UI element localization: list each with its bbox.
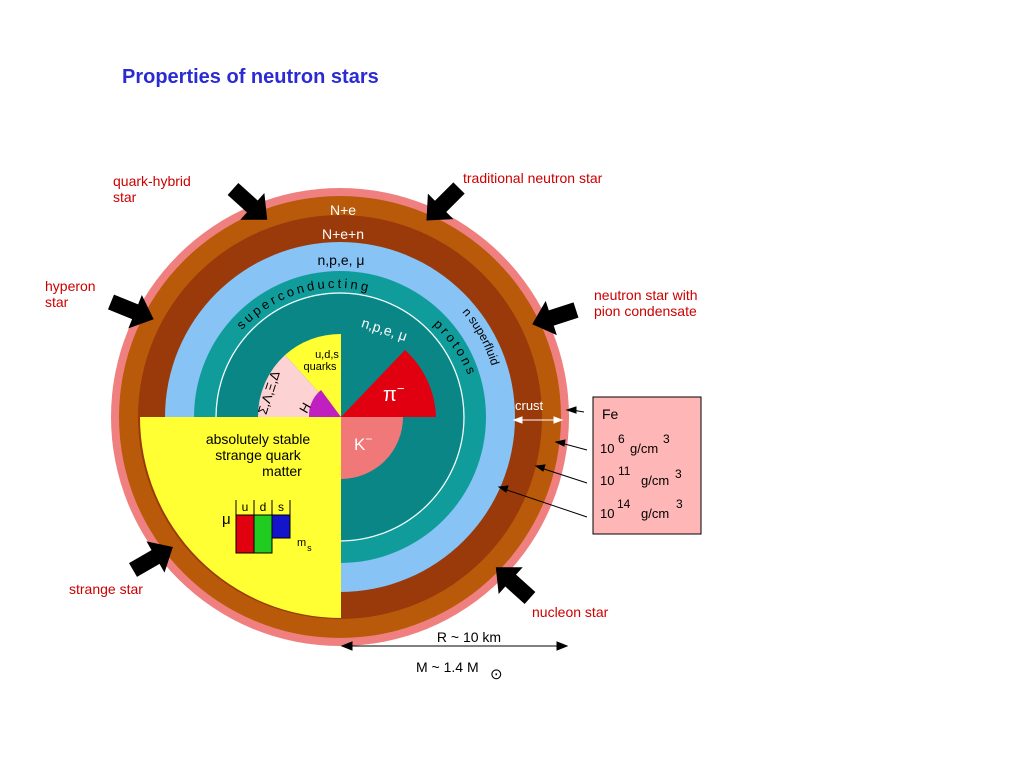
strange-matter-line-1: absolutely stable [206, 431, 311, 447]
svg-text:3: 3 [675, 467, 682, 481]
hyperon-label-2: star [45, 294, 69, 310]
pion-label-1: neutron star with [594, 287, 698, 303]
density-row-3: 10 14 g/cm 3 [600, 497, 683, 521]
pion-label: π− [383, 381, 404, 406]
u-quark-bar [235, 514, 255, 554]
traditional-arrow-icon [426, 182, 465, 221]
svg-text:3: 3 [663, 432, 670, 446]
nucleon-star-label: nucleon star [532, 604, 609, 620]
d-quark-bar [253, 514, 273, 554]
npe-mu-label: n,p,e, μ [318, 252, 365, 268]
strange-star-arrow-icon [129, 541, 173, 577]
strange-matter-line-2: strange quark [215, 447, 302, 463]
pion-label-2: pion condensate [594, 303, 697, 319]
ne-label: N+e [330, 202, 356, 218]
nucleon-star-arrow-icon [495, 567, 536, 604]
svg-text:10: 10 [600, 506, 614, 521]
h-sector [308, 390, 341, 417]
quarks-label: quarks [303, 361, 337, 373]
svg-text:11: 11 [618, 464, 631, 478]
quark-hybrid-label-2: star [113, 189, 137, 205]
svg-text:10: 10 [600, 441, 614, 456]
density-box [592, 396, 702, 535]
svg-text:10: 10 [600, 473, 614, 488]
density-row-2: 10 11 g/cm 3 [600, 464, 682, 488]
pion-condensate-sector [341, 350, 436, 417]
mu-label: μ [222, 511, 231, 528]
s-label: s [278, 500, 284, 514]
crust-label: crust [515, 398, 544, 413]
sun-symbol-icon: ⊙ [490, 666, 503, 683]
svg-text:g/cm: g/cm [641, 473, 669, 488]
uds-label: u,d,s [315, 349, 339, 361]
quark-sector [285, 333, 341, 417]
traditional-label: traditional neutron star [463, 170, 603, 186]
svg-text:g/cm: g/cm [641, 506, 669, 521]
d-label: d [260, 500, 267, 514]
strange-matter-line-3: matter [262, 463, 302, 479]
svg-text:3: 3 [676, 497, 683, 511]
radius-arrow [340, 641, 569, 651]
hyperon-label-1: hyperon [45, 278, 96, 294]
kaon-label: K− [354, 432, 372, 454]
svg-text:g/cm: g/cm [630, 441, 658, 456]
svg-text:6: 6 [618, 432, 625, 446]
s-quark-bar [271, 514, 291, 539]
kaon-condensate-sector [341, 417, 403, 479]
fe-label: Fe [602, 406, 619, 422]
hyperon-arrow-icon [108, 294, 154, 329]
mass-label: M ~ 1.4 M [416, 659, 479, 675]
u-label: u [242, 500, 249, 514]
fermi-levels-figure: u d s μ ms [222, 500, 312, 554]
crust-arrow [512, 416, 564, 424]
density-row-1: 10 6 g/cm 3 [600, 432, 670, 456]
ms-label: ms [297, 537, 312, 553]
radius-label: R ~ 10 km [437, 629, 501, 645]
strange-star-label: strange star [69, 581, 143, 597]
pion-arrow-icon [532, 300, 579, 336]
quark-hybrid-label-1: quark-hybrid [113, 173, 191, 189]
page-title: Properties of neutron stars [122, 66, 379, 88]
density-pointers [497, 406, 588, 518]
nen-label: N+e+n [322, 226, 364, 242]
quark-hybrid-arrow-icon [227, 183, 268, 220]
svg-text:14: 14 [617, 497, 631, 511]
